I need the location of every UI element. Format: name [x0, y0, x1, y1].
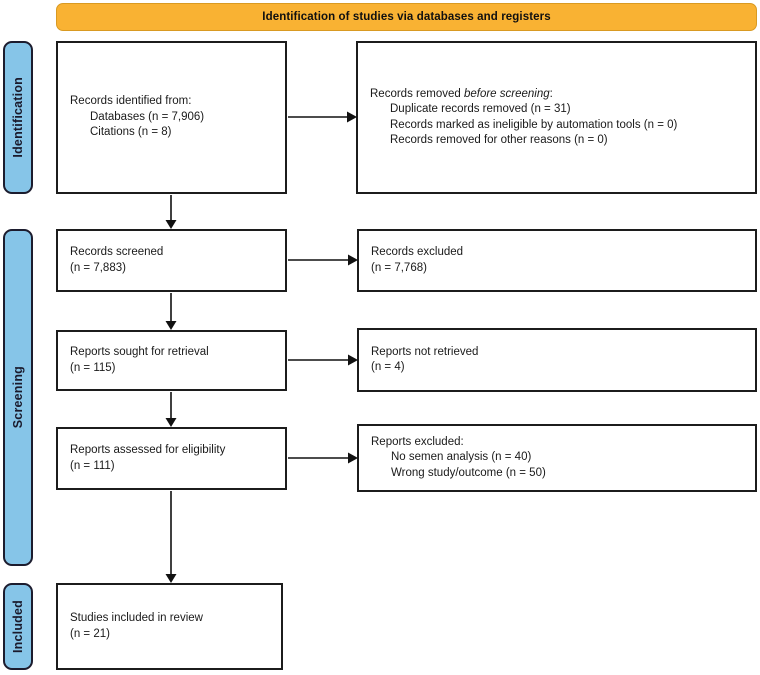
box-reports-sought: Reports sought for retrieval (n = 115): [56, 330, 287, 391]
stage-tab-screening-label: Screening: [11, 366, 25, 429]
records-identified-citations: Citations (n = 8): [90, 126, 172, 139]
reports-excluded-no-semen-analysis: No semen analysis (n = 40): [391, 451, 532, 464]
records-identified-databases: Databases (n = 7,906): [90, 110, 205, 123]
box-records-excluded-text: Records excluded (n = 7,768): [371, 245, 463, 276]
records-screened-count: (n = 7,883): [70, 261, 126, 274]
reports-sought-count: (n = 115): [70, 361, 116, 374]
arrow-screened-to-sought: [165, 293, 177, 330]
studies-included-count: (n = 21): [70, 627, 110, 640]
banner-identification-header: Identification of studies via databases …: [56, 3, 757, 31]
box-records-excluded: Records excluded (n = 7,768): [357, 229, 757, 292]
records-screened-label: Records screened: [70, 246, 164, 258]
stage-tab-included-label: Included: [11, 600, 25, 653]
records-removed-automation: Records marked as ineligible by automati…: [390, 118, 678, 131]
box-reports-not-retrieved: Reports not retrieved (n = 4): [357, 328, 757, 392]
box-reports-sought-text: Reports sought for retrieval (n = 115): [70, 345, 209, 376]
records-removed-line1-italic: before screening: [463, 87, 550, 100]
arrow-identified-to-screened: [165, 195, 177, 229]
records-removed-duplicates: Duplicate records removed (n = 31): [390, 103, 571, 115]
arrow-identified-to-removed: [288, 111, 357, 123]
studies-included-label: Studies included in review: [70, 612, 203, 624]
reports-excluded-wrong-study: Wrong study/outcome (n = 50): [391, 466, 546, 479]
box-records-screened: Records screened (n = 7,883): [56, 229, 287, 292]
arrow-assessed-to-reports-excluded: [288, 452, 358, 464]
reports-assessed-label: Reports assessed for eligibility: [70, 444, 226, 456]
reports-excluded-label: Reports excluded:: [371, 435, 464, 448]
records-identified-line1: Records identified from:: [70, 95, 192, 108]
box-reports-assessed-text: Reports assessed for eligibility (n = 11…: [70, 443, 225, 474]
box-records-identified: Records identified from: Databases (n = …: [56, 41, 287, 194]
records-removed-line1-suffix: :: [549, 87, 553, 100]
box-records-identified-text: Records identified from: Databases (n = …: [70, 94, 204, 141]
arrow-sought-to-not-retrieved: [288, 354, 358, 366]
reports-assessed-count: (n = 111): [70, 459, 115, 472]
records-removed-other: Records removed for other reasons (n = 0…: [390, 134, 608, 146]
box-records-screened-text: Records screened (n = 7,883): [70, 245, 163, 276]
box-records-removed-text: Records removed before screening: Duplic…: [370, 87, 677, 149]
box-reports-assessed: Reports assessed for eligibility (n = 11…: [56, 427, 287, 490]
stage-tab-screening: Screening: [3, 229, 33, 566]
reports-not-retrieved-label: Reports not retrieved: [371, 345, 479, 358]
stage-tab-identification-label: Identification: [11, 77, 25, 158]
box-reports-excluded-reasons-text: Reports excluded: No semen analysis (n =…: [371, 435, 546, 482]
arrow-assessed-to-included: [165, 491, 177, 583]
records-excluded-count: (n = 7,768): [371, 261, 427, 274]
reports-sought-label: Reports sought for retrieval: [70, 346, 209, 358]
stage-tab-included: Included: [3, 583, 33, 670]
reports-not-retrieved-count: (n = 4): [371, 361, 405, 373]
arrow-screened-to-excluded: [288, 254, 358, 266]
box-records-removed: Records removed before screening: Duplic…: [356, 41, 757, 194]
records-removed-line1-prefix: Records removed: [370, 87, 464, 100]
box-reports-excluded-reasons: Reports excluded: No semen analysis (n =…: [357, 424, 757, 492]
box-studies-included-text: Studies included in review (n = 21): [70, 611, 203, 642]
banner-title: Identification of studies via databases …: [262, 11, 551, 23]
box-reports-not-retrieved-text: Reports not retrieved (n = 4): [371, 345, 478, 376]
box-studies-included: Studies included in review (n = 21): [56, 583, 283, 670]
arrow-sought-to-assessed: [165, 392, 177, 427]
records-excluded-label: Records excluded: [371, 246, 464, 258]
stage-tab-identification: Identification: [3, 41, 33, 194]
